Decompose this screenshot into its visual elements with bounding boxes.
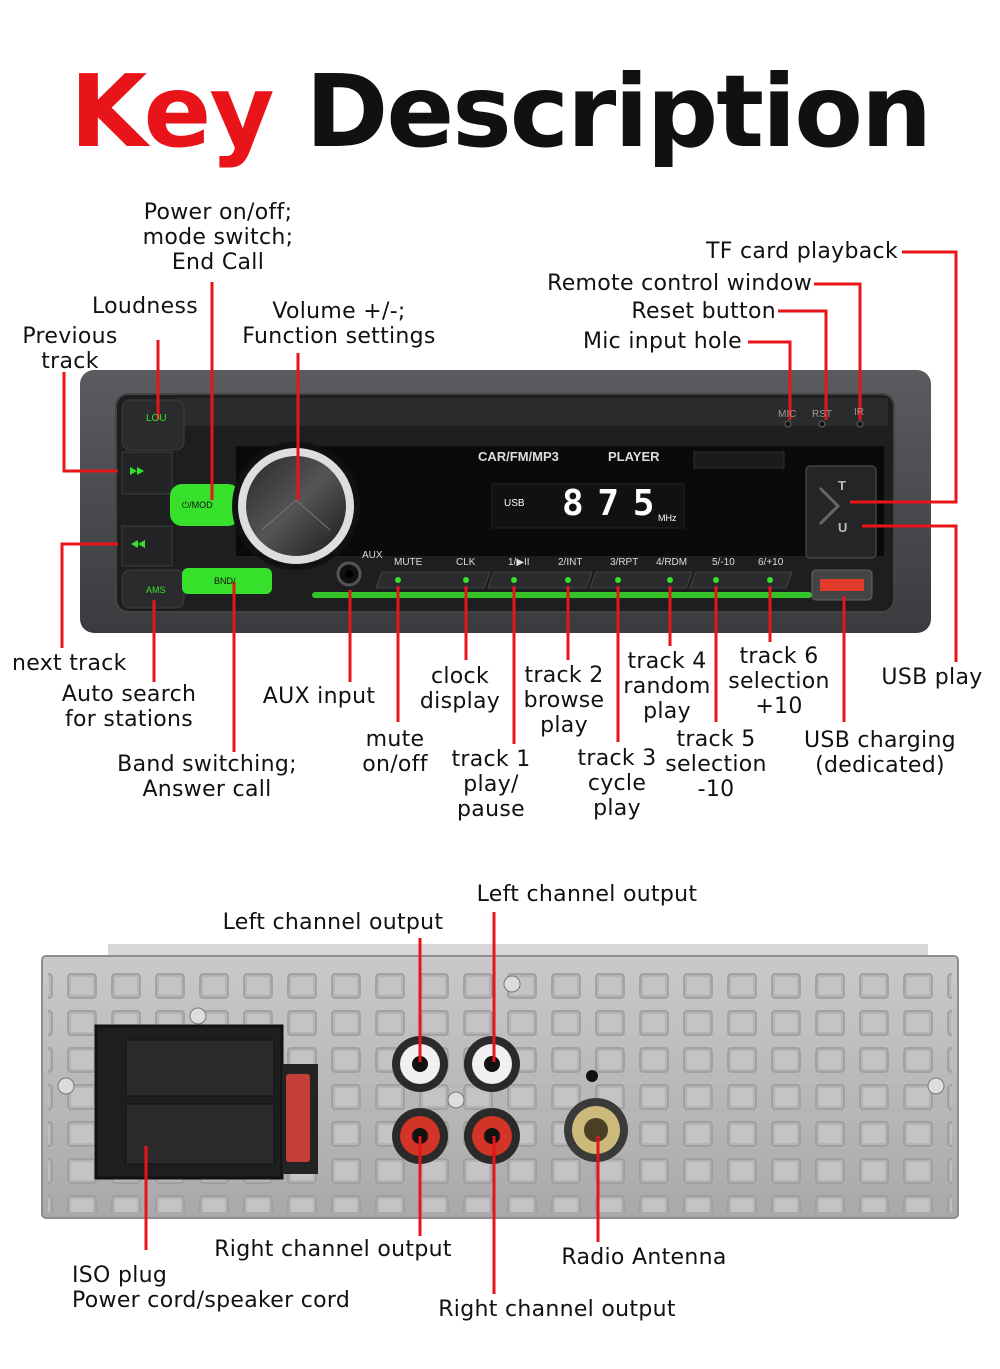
aux-jack-hole [345, 570, 353, 578]
callout-lines [60, 250, 958, 1294]
title-word-key: Key [69, 53, 275, 170]
label-iso: ISO plug Power cord/speaker cord [72, 1263, 351, 1313]
rca-bottom-right[interactable] [464, 1108, 520, 1164]
aux-label: AUX [362, 550, 383, 561]
fuse [286, 1074, 310, 1162]
iso-block-bottom [125, 1103, 275, 1165]
label-tf: TF card playback [706, 239, 898, 264]
label-volume: Volume +/-; Function settings [242, 299, 436, 349]
screw [447, 1091, 465, 1109]
ir-window [856, 420, 864, 428]
label-track5: track 5 selection -10 [665, 727, 767, 802]
mute-clk-strip[interactable] [375, 571, 491, 589]
screw [927, 1077, 945, 1095]
label-remote: Remote control window [547, 271, 812, 296]
display-unit: MHz [658, 513, 677, 523]
label-loudness: Loudness [91, 294, 199, 319]
rca-top-left[interactable] [392, 1036, 448, 1092]
bar-5-6[interactable] [689, 571, 793, 589]
next-icon [130, 467, 144, 475]
b6-label: 6/+10 [758, 557, 784, 568]
previous-icon [131, 540, 145, 548]
u-label: U [838, 520, 848, 535]
label-track3: track 3 cycle play [577, 746, 657, 821]
label-reset: Reset button [631, 299, 776, 324]
reset-hole[interactable] [818, 420, 826, 428]
card-door[interactable] [805, 465, 877, 559]
volume-knob[interactable] [246, 456, 346, 556]
screw [189, 1007, 207, 1025]
b1-label: 1/▶II [508, 557, 530, 568]
title-word-description: Description [305, 53, 932, 170]
label-power: Power on/off; mode switch; End Call [142, 200, 294, 275]
label-right-output-2: Right channel output [438, 1297, 676, 1322]
button-bar [312, 571, 812, 598]
next-track-button[interactable] [121, 451, 173, 495]
b5-label: 5/-10 [712, 557, 735, 568]
ir-label: IR [854, 407, 864, 418]
label-track1: track 1 play/ pause [451, 747, 531, 822]
bnd-label: BND/ [214, 576, 236, 586]
b4-label: 4/RDM [656, 557, 688, 568]
mute-label: MUTE [394, 557, 423, 568]
rca-top-right[interactable] [464, 1036, 520, 1092]
lou-button[interactable] [121, 399, 185, 451]
display-title-right: PLAYER [608, 449, 660, 464]
mod-button[interactable] [170, 484, 240, 526]
screw [503, 975, 521, 993]
previous-track-button[interactable] [121, 525, 173, 567]
label-auto-search: Auto search for stations [61, 682, 197, 732]
label-mic: Mic input hole [582, 329, 742, 354]
bar-1-2[interactable] [487, 571, 593, 589]
lcd-window [491, 483, 685, 529]
label-track2: track 2 browse play [523, 663, 605, 738]
label-antenna: Radio Antenna [561, 1245, 727, 1270]
label-aux: AUX input [262, 684, 376, 709]
label-right-output-1: Right channel output [214, 1237, 452, 1262]
mic-label: MIC [778, 409, 797, 420]
label-next: next track [12, 651, 127, 676]
label-previous: Previous track [22, 324, 118, 374]
lou-label: LOU [146, 413, 167, 424]
card-chevron [818, 486, 841, 526]
display-source: USB [504, 498, 525, 509]
label-band: Band switching; Answer call [117, 752, 297, 802]
b2-label: 2/INT [558, 557, 583, 568]
display-title-left: CAR/FM/MP3 [478, 449, 559, 464]
b3-label: 3/RPT [610, 557, 639, 568]
label-left-output-2: Left channel output [476, 882, 698, 907]
tf-slot[interactable] [693, 451, 785, 469]
label-usb-charging: USB charging (dedicated) [804, 728, 956, 778]
rst-label: RST [812, 409, 832, 420]
bnd-button[interactable] [182, 568, 272, 594]
page-title: Key Description [0, 62, 1000, 162]
ams-label: AMS [146, 585, 166, 595]
screw [57, 1077, 75, 1095]
top-lip [108, 944, 928, 958]
panel-top-strip [176, 398, 888, 426]
label-track6: track 6 selection +10 [728, 644, 830, 719]
back-panel [41, 944, 959, 1219]
label-usb-play: USB play [881, 665, 983, 690]
label-mute: mute on/off [362, 727, 428, 777]
label-track4: track 4 random play [623, 649, 711, 724]
mod-label: ⏻/MOD [182, 500, 213, 510]
label-clock: clock display [419, 664, 501, 714]
iso-block-top [125, 1039, 275, 1097]
clk-label: CLK [456, 557, 476, 568]
usb-port-insert [820, 579, 864, 591]
t-label: T [838, 478, 846, 493]
label-left-output-1: Left channel output [222, 910, 444, 935]
mic-hole [784, 420, 792, 428]
front-panel [80, 370, 931, 633]
green-glow-strip [312, 592, 812, 598]
display-digits: 8 7 5 [562, 483, 654, 524]
knob-sheen [261, 499, 331, 531]
hole [586, 1070, 598, 1082]
bar-3-4[interactable] [589, 571, 693, 589]
